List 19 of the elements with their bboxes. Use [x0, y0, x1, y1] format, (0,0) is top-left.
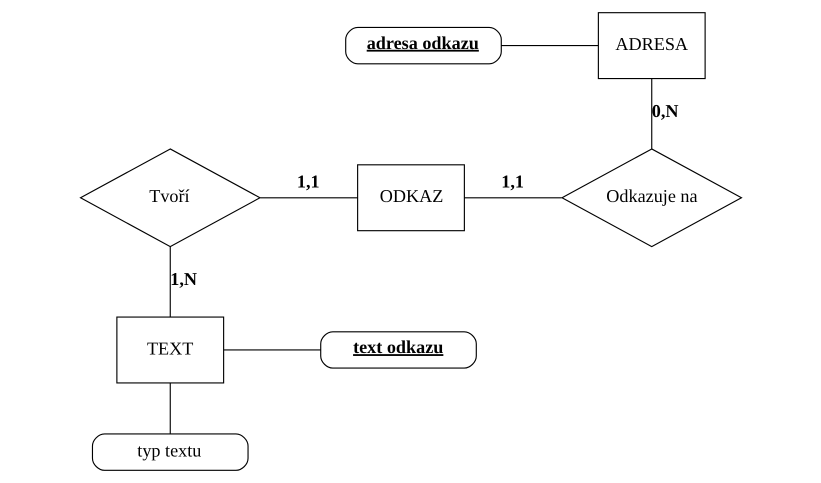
connector — [169, 383, 170, 434]
edge-label: 1,1 — [296, 171, 320, 192]
node-box: adresa odkazu — [344, 26, 502, 64]
node-box: TEXT — [116, 316, 224, 384]
node-diamond: Tvoří — [78, 148, 261, 248]
connector — [650, 78, 652, 149]
connector — [260, 197, 357, 198]
node-box: text odkazu — [320, 331, 476, 369]
node-box: typ textu — [91, 433, 248, 471]
node-diamond: Odkazuje na — [560, 148, 742, 248]
edge-label: 1,N — [170, 268, 196, 289]
edge-label: 0,N — [651, 100, 678, 121]
connector — [223, 349, 320, 351]
node-box: ODKAZ — [356, 164, 464, 232]
node-box: ADRESA — [597, 12, 706, 80]
connector — [464, 197, 562, 198]
connector — [501, 45, 598, 46]
connector — [169, 246, 170, 318]
edge-label: 1,1 — [500, 171, 524, 192]
